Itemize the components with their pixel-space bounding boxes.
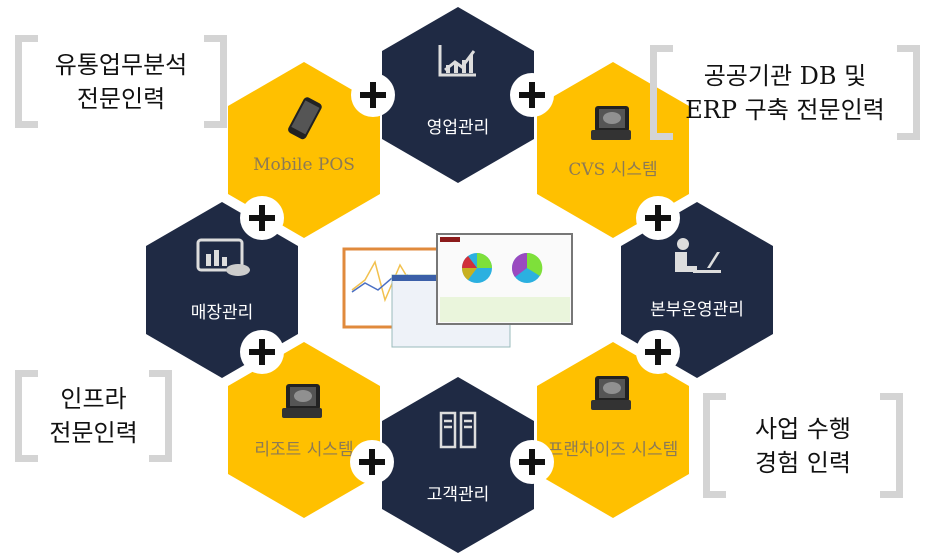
smartphone-icon xyxy=(288,97,322,140)
hex-label: 프랜차이즈 시스템 xyxy=(548,440,679,460)
callout-line: 공공기관 DB 및 xyxy=(703,61,867,90)
hex-hq: 본부운영관리 xyxy=(621,202,773,378)
callout-line: 전문인력 xyxy=(76,84,166,113)
plus-icon xyxy=(240,196,284,240)
hex-customer: 고객관리 xyxy=(382,377,534,553)
plus-icon xyxy=(510,73,554,117)
hex-label: 본부운영관리 xyxy=(650,300,744,320)
callout-line: 유통업무분석 xyxy=(54,50,188,79)
hex-store: 매장관리 xyxy=(146,202,298,378)
callout-public-db-erp: 공공기관 DB 및 ERP 구축 전문인력 xyxy=(650,45,920,140)
pos-terminal-icon xyxy=(591,376,631,410)
person-at-desk-icon xyxy=(675,238,721,273)
hex-label: Mobile POS xyxy=(253,155,355,175)
hex-mobile-pos: Mobile POS xyxy=(228,62,380,238)
plus-icon xyxy=(636,330,680,374)
pos-terminal-icon xyxy=(591,106,631,140)
hex-franchise: 프랜차이즈 시스템 xyxy=(537,342,689,518)
callout-line: 경험 인력 xyxy=(755,448,851,477)
callout-line: 사업 수행 xyxy=(755,414,851,443)
callout-line: 전문인력 xyxy=(49,419,138,447)
pos-terminal-icon xyxy=(282,384,322,418)
hex-label: 영업관리 xyxy=(427,118,490,138)
hex-resort: 리조트 시스템 xyxy=(228,342,380,518)
hex-label: 매장관리 xyxy=(191,303,254,323)
plus-icon xyxy=(350,440,394,484)
plus-icon xyxy=(351,73,395,117)
plus-icon xyxy=(636,196,680,240)
hex-label: CVS 시스템 xyxy=(568,160,657,180)
plus-connectors xyxy=(240,73,680,484)
hex-cvs: CVS 시스템 xyxy=(537,62,689,238)
callout-line: 인프라 xyxy=(60,385,127,413)
server-icon xyxy=(439,411,477,449)
hex-label: 고객관리 xyxy=(427,485,490,505)
plus-icon xyxy=(510,440,554,484)
hex-label: 리조트 시스템 xyxy=(254,440,353,460)
hex-sales: 영업관리 xyxy=(382,7,534,183)
growth-chart-icon xyxy=(438,45,476,77)
software-screenshots-image xyxy=(342,233,573,348)
dashboard-chart-icon xyxy=(196,238,250,276)
callout-line: ERP 구축 전문인력 xyxy=(685,95,885,124)
plus-icon xyxy=(240,330,284,374)
